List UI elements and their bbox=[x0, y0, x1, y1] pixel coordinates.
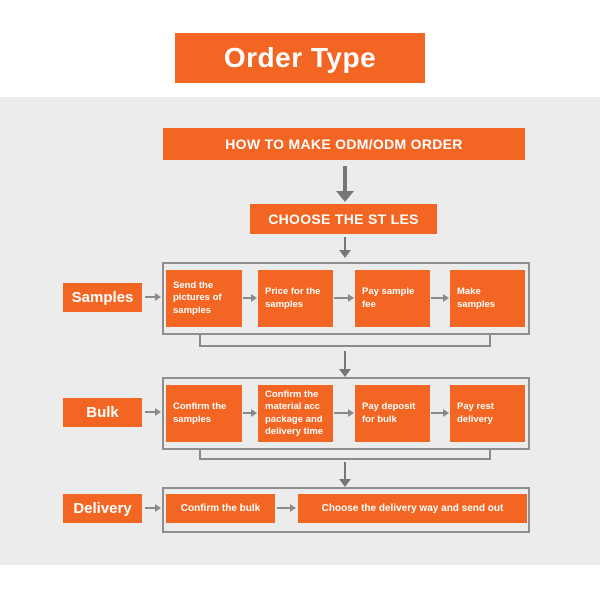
step-box: Pay sample fee bbox=[355, 270, 430, 327]
flow-step-choose-styles: CHOOSE THE ST LES bbox=[250, 204, 437, 234]
step-box: Pay rest delivery bbox=[450, 385, 525, 442]
right-arrow-icon bbox=[334, 408, 354, 418]
row-label-delivery: Delivery bbox=[63, 494, 142, 523]
right-arrow-icon bbox=[431, 408, 449, 418]
bulk-row-container: Confirm the samples Confirm the material… bbox=[162, 377, 530, 450]
connector-line bbox=[199, 450, 201, 460]
row-label-bulk: Bulk bbox=[63, 398, 142, 427]
delivery-row-container: Confirm the bulk Choose the delivery way… bbox=[162, 487, 530, 533]
right-arrow-icon bbox=[145, 407, 161, 417]
right-arrow-icon bbox=[243, 293, 257, 303]
connector-line bbox=[199, 335, 201, 347]
connector-line bbox=[199, 458, 491, 460]
step-box: Confirm the samples bbox=[166, 385, 242, 442]
row-label-samples: Samples bbox=[63, 283, 142, 312]
down-arrow-icon bbox=[339, 351, 351, 377]
right-arrow-icon bbox=[145, 292, 161, 302]
step-box: Send the pictures of samples bbox=[166, 270, 242, 327]
down-arrow-icon bbox=[332, 166, 358, 202]
step-box: Confirm the material acc package and del… bbox=[258, 385, 333, 442]
right-arrow-icon bbox=[334, 293, 354, 303]
step-box: Choose the delivery way and send out bbox=[298, 494, 527, 523]
page-title: Order Type bbox=[175, 33, 425, 83]
down-arrow-icon bbox=[339, 462, 351, 487]
right-arrow-icon bbox=[277, 503, 296, 513]
down-arrow-icon bbox=[339, 237, 351, 258]
connector-line bbox=[489, 450, 491, 460]
samples-row-container: Send the pictures of samples Price for t… bbox=[162, 262, 530, 335]
step-box: Make samples bbox=[450, 270, 525, 327]
connector-line bbox=[199, 345, 491, 347]
step-box: Confirm the bulk bbox=[166, 494, 275, 523]
right-arrow-icon bbox=[145, 503, 161, 513]
right-arrow-icon bbox=[431, 293, 449, 303]
right-arrow-icon bbox=[243, 408, 257, 418]
step-box: Pay deposit for bulk bbox=[355, 385, 430, 442]
step-box: Price for the samples bbox=[258, 270, 333, 327]
connector-line bbox=[489, 335, 491, 347]
flow-step-how-to-order: HOW TO MAKE ODM/ODM ORDER bbox=[163, 128, 525, 160]
